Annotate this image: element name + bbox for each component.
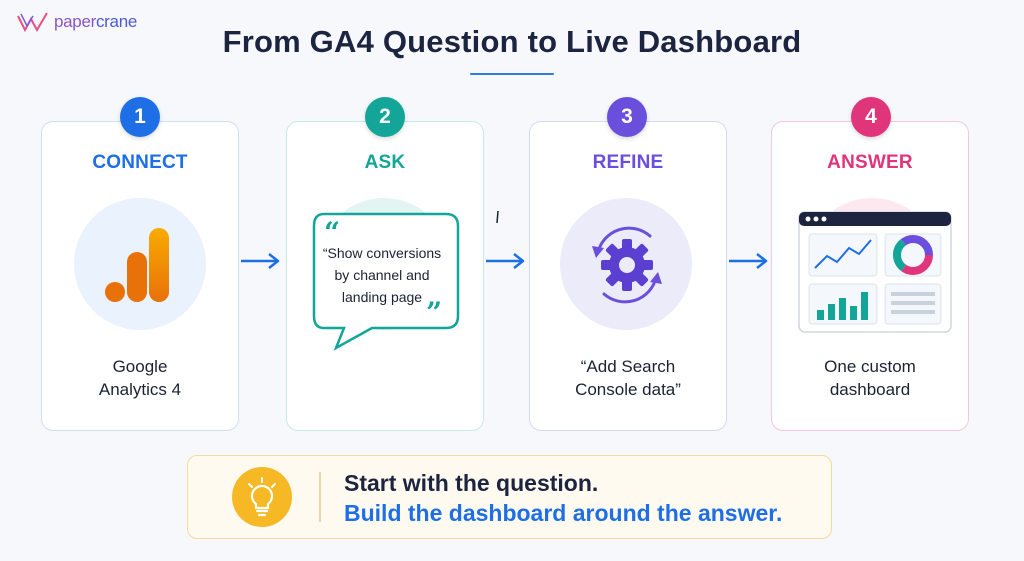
banner-line-2: Build the dashboard around the answer.	[344, 500, 783, 526]
paper-crane-icon	[17, 12, 48, 33]
arrow-right-icon	[241, 253, 280, 269]
lightbulb-icon	[232, 467, 292, 527]
title-underline	[470, 73, 554, 75]
brand-name-part-a: paper	[54, 12, 96, 31]
google-analytics-bars-icon	[105, 228, 169, 302]
ask-quote-line-3: landing page	[341, 289, 423, 305]
step-caption-connect-line-1: Google	[112, 357, 168, 376]
banner-divider	[319, 472, 321, 522]
brand-name: papercrane	[54, 12, 137, 32]
step-heading-connect: CONNECT	[92, 152, 188, 173]
step-heading-ask: ASK	[364, 152, 406, 173]
takeaway-banner	[187, 455, 832, 539]
banner-line-1: Start with the question.	[344, 470, 599, 496]
stray-mark	[496, 210, 499, 224]
gear-refresh-icon	[592, 226, 662, 304]
step-heading-answer: ANSWER	[827, 152, 913, 173]
ask-quote-line-2: by channel and	[334, 267, 430, 283]
arrow-right-icon	[486, 253, 525, 269]
ask-quote-line-1: “Show conversions	[322, 245, 442, 261]
step-heading-refine: REFINE	[592, 152, 664, 173]
step-caption-refine-line-2: Console data”	[575, 380, 681, 399]
step-caption-connect-line-2: Analytics 4	[98, 380, 182, 399]
brand-logo: papercrane	[16, 10, 137, 34]
brand-name-part-b: crane	[95, 12, 138, 31]
step-caption-connect: Google Analytics 4	[41, 355, 239, 401]
step-caption-answer-line-2: dashboard	[829, 380, 911, 399]
step-caption-answer-line-1: One custom	[824, 357, 916, 376]
open-quote-icon: “	[324, 216, 340, 249]
arrow-right-icon	[729, 253, 768, 269]
dashboard-icon	[798, 211, 952, 333]
step-caption-answer: One custom dashboard	[771, 355, 969, 401]
page-title: From GA4 Question to Live Dashboard	[222, 24, 802, 59]
ask-quote: “Show conversions by channel and landing…	[322, 242, 442, 308]
step-number-2: 2	[365, 97, 405, 137]
step-number-1: 1	[120, 97, 160, 137]
close-quote-icon: ”	[426, 296, 442, 329]
step-number-4: 4	[851, 97, 891, 137]
step-caption-refine-line-1: “Add Search	[580, 357, 676, 376]
speech-bubble-icon: “ ”	[312, 212, 460, 351]
step-number-3: 3	[607, 97, 647, 137]
lightbulb-glyph-icon	[248, 477, 276, 517]
step-caption-refine: “Add Search Console data”	[529, 355, 727, 401]
